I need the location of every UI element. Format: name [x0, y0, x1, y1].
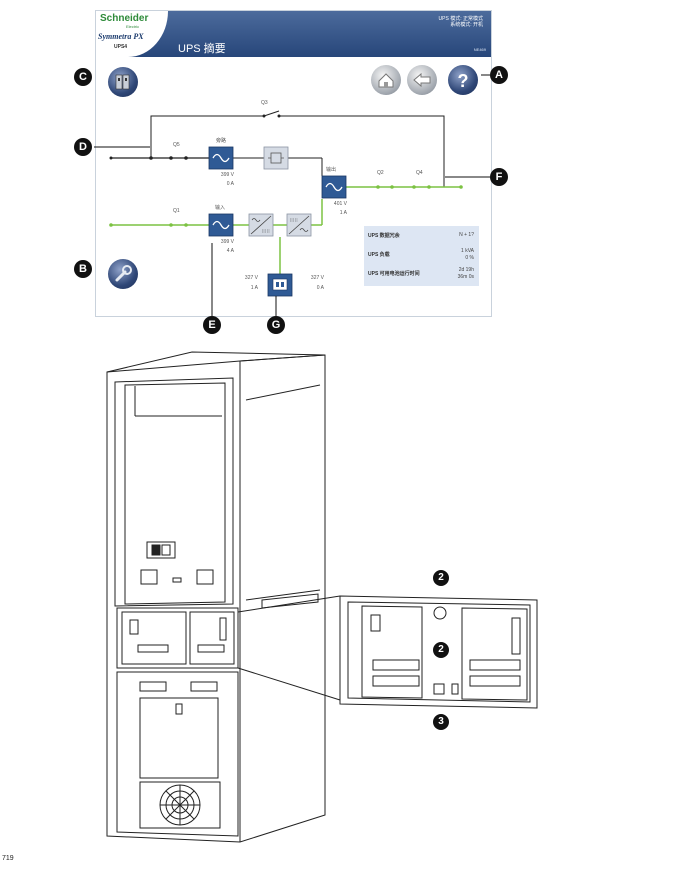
- cabinet-callout-3: 3: [433, 714, 449, 730]
- battery-right-current: 0 A: [316, 285, 324, 291]
- q3-switch: [263, 110, 280, 117]
- tools-button[interactable]: [108, 259, 138, 289]
- ups-model: UPS4: [114, 44, 128, 50]
- ups-status-panel: UPS 数据冗余 N + 1? UPS 负载 1 kVA 0 % UPS 可用电…: [364, 226, 479, 286]
- battery-left-voltage: 327 V: [244, 275, 258, 281]
- help-button[interactable]: ?: [448, 65, 478, 95]
- output-label: 输出: [326, 167, 337, 173]
- load-kva: 1 kVA: [461, 248, 474, 254]
- page-number: 719: [2, 855, 14, 862]
- redundancy-label: UPS 数据冗余: [368, 233, 400, 239]
- callout-f: F: [490, 168, 508, 186]
- load-label: UPS 负载: [368, 252, 390, 258]
- brand-logo: Schneider: [100, 13, 149, 24]
- callout-d: D: [74, 138, 92, 156]
- brand-sub: Electric: [126, 24, 140, 29]
- output-current: 1 A: [339, 210, 347, 216]
- input-block: [208, 213, 234, 237]
- wrench-icon: [115, 265, 132, 282]
- home-button[interactable]: [371, 65, 401, 95]
- callout-c: C: [74, 68, 92, 86]
- bypass-block: [208, 146, 234, 170]
- cabinet-callout-2-top: 2: [433, 570, 449, 586]
- callout-b: B: [74, 260, 92, 278]
- callout-e: E: [203, 316, 221, 334]
- battery-block: [267, 273, 293, 297]
- screen-header: Schneider Electric Symmetra PX UPS4 UPS …: [96, 11, 491, 57]
- input-label: 输入: [215, 205, 226, 211]
- runtime-minutes: 36m 0s: [457, 274, 474, 280]
- q4-label: Q4: [416, 170, 423, 176]
- power-flow-diagram: [109, 110, 463, 297]
- cabinet-icon: [115, 74, 130, 90]
- bypass-label: 旁路: [216, 138, 227, 144]
- input-current: 4 A: [226, 248, 234, 254]
- input-voltage: 399 V: [220, 239, 234, 245]
- q3-label: Q3: [261, 100, 268, 106]
- rectifier-block: [248, 213, 274, 237]
- screen-id: NE469: [473, 47, 486, 52]
- callout-a: A: [490, 66, 508, 84]
- bypass-current: 0 A: [226, 181, 234, 187]
- runtime-days: 2d 19h: [458, 267, 474, 273]
- battery-right-voltage: 327 V: [310, 275, 324, 281]
- runtime-label: UPS 可用电池运行时间: [368, 271, 420, 277]
- system-mode: 系统模式: 开机: [450, 22, 483, 28]
- q5-label: Q5: [173, 142, 180, 148]
- load-row: UPS 负载 1 kVA 0 %: [366, 247, 477, 263]
- redundancy-row: UPS 数据冗余 N + 1?: [366, 228, 477, 244]
- help-icon: ?: [458, 71, 469, 91]
- output-block: [321, 175, 347, 199]
- home-icon: [378, 73, 394, 88]
- output-voltage: 401 V: [333, 201, 347, 207]
- back-arrow-icon: [413, 72, 431, 88]
- cabinet-callout-2-bottom: 2: [433, 642, 449, 658]
- cabinet-button[interactable]: [108, 67, 138, 97]
- runtime-row: UPS 可用电池运行时间 2d 19h 36m 0s: [366, 266, 477, 282]
- page-title: UPS 摘要: [178, 43, 226, 55]
- ups-summary-screen: Schneider Electric Symmetra PX UPS4 UPS …: [95, 10, 492, 317]
- static-switch-block: [263, 146, 289, 170]
- q1-label: Q1: [173, 208, 180, 214]
- back-button[interactable]: [407, 65, 437, 95]
- redundancy-value: N + 1?: [459, 232, 474, 238]
- ups-mode: UPS 模式: 正常模式: [438, 16, 483, 22]
- q2-label: Q2: [377, 170, 384, 176]
- battery-left-current: 1 A: [250, 285, 258, 291]
- svg-text:?: ?: [458, 71, 469, 91]
- product-name: Symmetra PX: [98, 32, 144, 41]
- inverter-block: [286, 213, 312, 237]
- bypass-voltage: 399 V: [220, 172, 234, 178]
- load-percent: 0 %: [465, 255, 474, 261]
- callout-g: G: [267, 316, 285, 334]
